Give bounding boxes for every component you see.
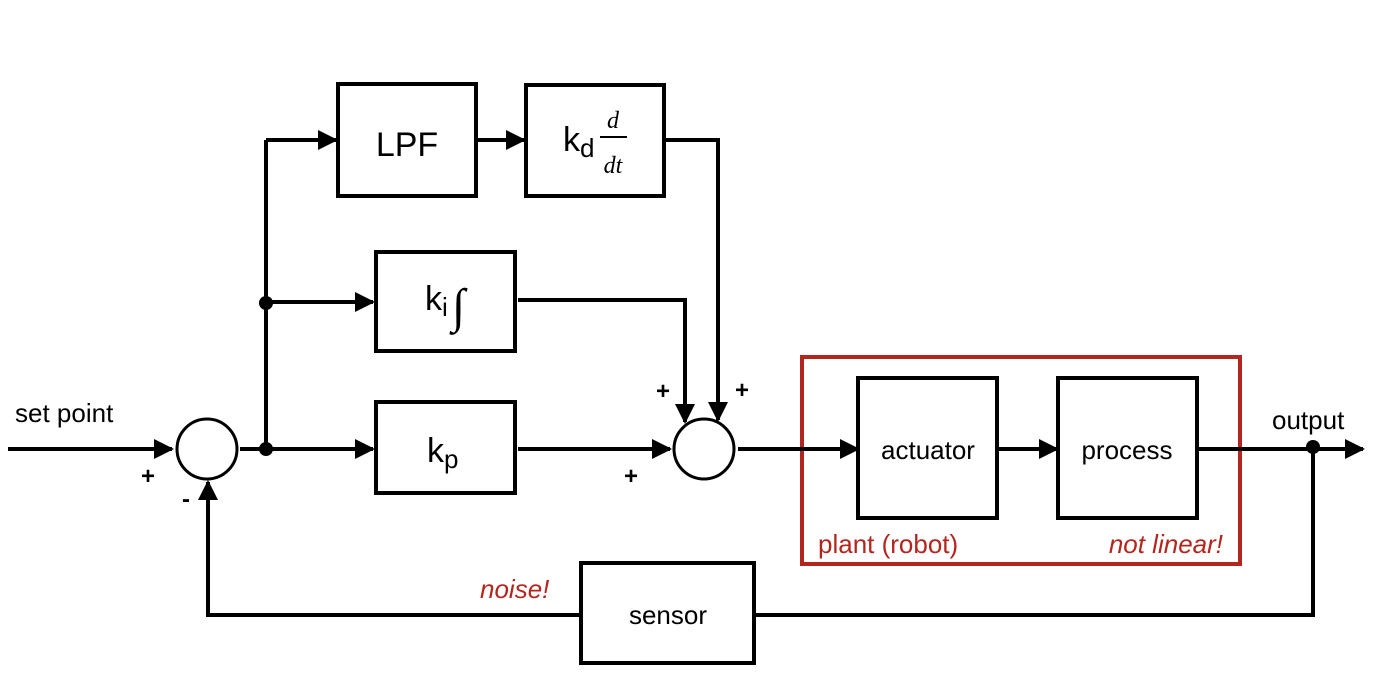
- sum1-plus-sign: +: [141, 463, 155, 490]
- noise-label: noise!: [480, 574, 549, 604]
- kd-label: kd d dt: [563, 108, 627, 179]
- block-process: [1056, 376, 1199, 520]
- plant-frame: [800, 355, 1242, 566]
- kp-base: k: [427, 432, 445, 470]
- output-label: output: [1272, 405, 1345, 435]
- signal-wires: [8, 130, 1365, 617]
- process-label: process: [1081, 435, 1172, 465]
- wire-feedback-out: [756, 449, 1315, 617]
- kd-denominator: dt: [604, 153, 624, 179]
- wire-kd-to-sum: [666, 138, 728, 422]
- wire-ki-to-sum: [518, 298, 695, 424]
- sensor-label: sensor: [629, 600, 707, 630]
- block-kp: [374, 400, 517, 495]
- integral-symbol: ∫: [449, 280, 468, 335]
- sum2-plus-sign-left: +: [624, 463, 638, 490]
- kd-subscript: d: [580, 133, 594, 163]
- junction-dot: [259, 296, 273, 310]
- wire-feedback-in: [198, 480, 580, 617]
- set-point-label: set point: [15, 398, 114, 428]
- block-actuator: [856, 376, 999, 520]
- block-sensor: [579, 561, 756, 665]
- sum-junction-controller: [672, 417, 736, 481]
- kd-gain: kd: [563, 121, 594, 163]
- kd-numerator: d: [607, 108, 620, 134]
- block-kd: [524, 83, 666, 198]
- sum2-plus-sign-top-right: +: [735, 377, 749, 404]
- sum2-plus-sign-top-left: +: [656, 378, 670, 405]
- ki-label: ki ∫: [425, 280, 468, 335]
- kp-subscript: p: [444, 444, 458, 474]
- block-lpf: [336, 82, 478, 198]
- sum1-minus-sign: -: [182, 486, 190, 513]
- junction-dot: [1306, 440, 1320, 454]
- ki-base: k: [425, 280, 443, 318]
- ki-subscript: i: [442, 292, 448, 322]
- actuator-label: actuator: [881, 435, 975, 465]
- plant-nonlinear-note: not linear!: [1109, 529, 1223, 559]
- kd-base: k: [563, 121, 581, 159]
- lpf-label: LPF: [376, 126, 438, 164]
- sum-junction-error: [175, 417, 239, 481]
- kp-label: kp: [427, 432, 458, 474]
- block-ki: [374, 250, 517, 353]
- plant-label: plant (robot): [818, 529, 958, 559]
- junction-dot: [259, 442, 273, 456]
- ki-gain: ki: [425, 280, 448, 322]
